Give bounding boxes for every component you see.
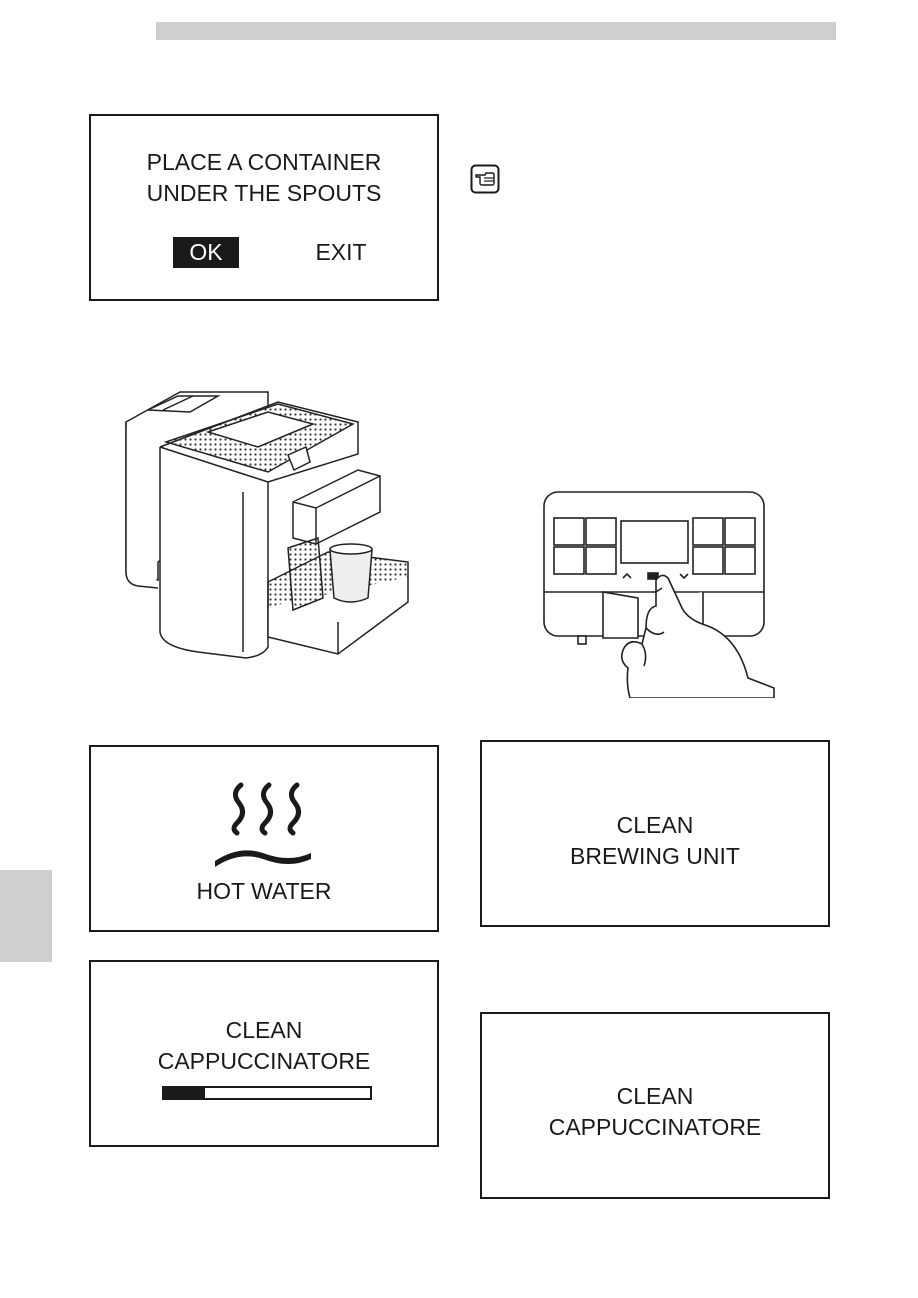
display-place-container: PLACE A CONTAINER UNDER THE SPOUTS OK EX…	[89, 114, 439, 301]
pointing-hand-note-icon	[470, 164, 500, 194]
section-tab	[0, 870, 52, 962]
ok-button[interactable]: OK	[173, 237, 239, 268]
exit-button[interactable]: EXIT	[313, 237, 369, 268]
coffee-machine-illustration	[118, 362, 414, 662]
message-line-2: BREWING UNIT	[482, 843, 828, 869]
message-line-1: PLACE A CONTAINER	[91, 149, 437, 175]
steam-icon	[209, 779, 313, 871]
message-line-1: CLEAN	[91, 1017, 437, 1043]
progress-fill	[164, 1088, 205, 1098]
message-line-1: CLEAN	[482, 812, 828, 838]
message-line-2: UNDER THE SPOUTS	[91, 180, 437, 206]
control-panel-illustration	[538, 488, 778, 698]
header-bar	[156, 22, 836, 40]
progress-bar	[162, 1086, 372, 1100]
message-line-1: CLEAN	[482, 1083, 828, 1109]
message-line-2: CAPPUCCINATORE	[482, 1114, 828, 1140]
message-line-2: CAPPUCCINATORE	[91, 1048, 437, 1074]
display-clean-brewing-unit: CLEAN BREWING UNIT	[480, 740, 830, 927]
display-clean-cappuccinatore-progress: CLEAN CAPPUCCINATORE	[89, 960, 439, 1147]
hot-water-label: HOT WATER	[91, 878, 437, 904]
display-clean-cappuccinatore: CLEAN CAPPUCCINATORE	[480, 1012, 830, 1199]
display-hot-water: HOT WATER	[89, 745, 439, 932]
